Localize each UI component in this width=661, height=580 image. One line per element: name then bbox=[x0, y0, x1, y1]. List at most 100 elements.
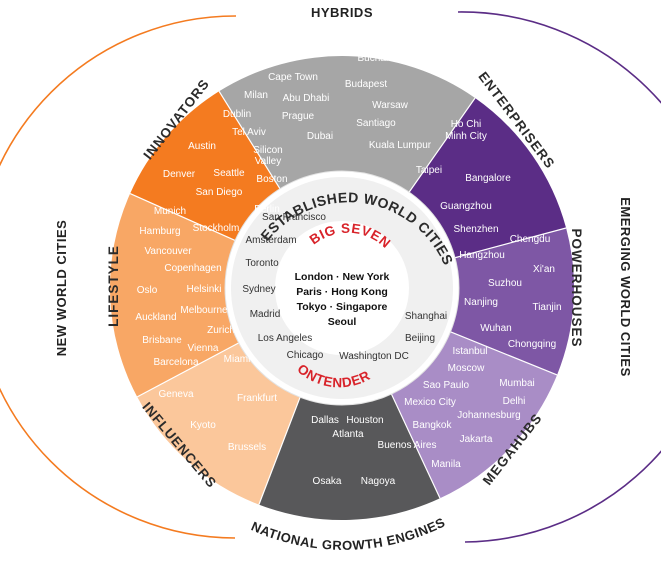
city-label: Washington DC bbox=[339, 351, 409, 362]
city-label: Helsinki bbox=[186, 284, 221, 295]
city-label: Melbourne bbox=[180, 305, 228, 316]
wedge-divider bbox=[404, 97, 476, 199]
city-label: Austin bbox=[188, 141, 216, 152]
city-label: Tianjin bbox=[532, 302, 561, 313]
city-label: Nanjing bbox=[464, 297, 498, 308]
hybrids-outer-label: HYBRIDS bbox=[311, 5, 373, 20]
city-label: Warsaw bbox=[372, 100, 409, 111]
city-label: Johannesburg bbox=[457, 410, 520, 421]
city-label: Vienna bbox=[188, 343, 219, 354]
city-label: Beijing bbox=[405, 333, 435, 344]
city-label: Shenzhen bbox=[453, 224, 498, 235]
national-growth-engines-label: NATIONAL GROWTH ENGINES bbox=[249, 514, 447, 552]
big-seven-line: Tokyo · Singapore bbox=[297, 301, 388, 313]
city-label: Copenhagen bbox=[164, 263, 221, 274]
city-label: Guangzhou bbox=[440, 201, 492, 212]
city-label: Berlin bbox=[254, 204, 280, 215]
city-label: San Francisco bbox=[262, 212, 326, 223]
city-label: Buenos Aires bbox=[378, 440, 437, 451]
city-label: Madrid bbox=[250, 309, 281, 320]
wedge-divider bbox=[258, 390, 304, 505]
city-label: Brussels bbox=[228, 442, 266, 453]
wedge-divider bbox=[129, 193, 242, 244]
city-label: Moscow bbox=[448, 363, 485, 374]
city-label: Tel Aviv bbox=[232, 127, 266, 138]
city-label: Los Angeles bbox=[258, 333, 313, 344]
city-label: Manila bbox=[431, 459, 461, 470]
city-label: Mexico City bbox=[404, 397, 456, 408]
big-seven-line: Paris · Hong Kong bbox=[296, 286, 388, 298]
lifestyle-wedge bbox=[110, 193, 245, 397]
city-label: Kyoto bbox=[190, 420, 216, 431]
city-label: Barcelona bbox=[153, 357, 198, 368]
city-label: Sydney bbox=[242, 284, 275, 295]
city-label: Wuhan bbox=[480, 323, 512, 334]
city-label: Boston bbox=[256, 174, 287, 185]
wedge-divider bbox=[136, 339, 246, 398]
lifestyle-label: LIFESTYLE bbox=[106, 245, 121, 327]
city-label: Hamburg bbox=[139, 226, 180, 237]
city-label: Atlanta bbox=[332, 429, 364, 440]
big-seven-circle bbox=[275, 221, 409, 355]
city-label: Bucharest bbox=[357, 53, 402, 64]
city-label: Geneva bbox=[158, 389, 193, 400]
city-label: Chongqing bbox=[508, 339, 556, 350]
powerhouses-wedge bbox=[444, 228, 574, 375]
city-label: Zurich bbox=[207, 325, 235, 336]
city-label: Stockholm bbox=[193, 223, 240, 234]
city-label: Doha bbox=[298, 47, 322, 58]
city-label: Xi'an bbox=[533, 264, 555, 275]
city-label: Houston bbox=[346, 415, 383, 426]
city-label: Taipei bbox=[416, 165, 442, 176]
wedge-divider bbox=[218, 90, 285, 196]
city-label: Denver bbox=[163, 169, 196, 180]
city-label: Abu Dhabi bbox=[283, 93, 330, 104]
city-label: Nagoya bbox=[361, 476, 396, 487]
new-world-boundary-arc bbox=[0, 15, 237, 539]
city-label: Osaka bbox=[313, 476, 342, 487]
national-growth-wedge bbox=[258, 387, 440, 521]
innovators-wedge bbox=[130, 91, 284, 244]
city-label: Chicago bbox=[287, 350, 324, 361]
powerhouses-label: POWERHOUSES bbox=[569, 228, 584, 347]
wedge-dividers bbox=[129, 90, 567, 505]
city-label: Dubai bbox=[307, 131, 333, 142]
city-label: Chengdu bbox=[510, 234, 551, 245]
city-label: Ho Chi bbox=[451, 119, 482, 130]
big-seven-line: London · New York bbox=[295, 271, 390, 283]
city-label: Shanghai bbox=[405, 311, 447, 322]
new-world-cities-label: NEW WORLD CITIES bbox=[54, 220, 69, 357]
megahubs-wedge bbox=[388, 329, 558, 499]
city-label: Sao Paulo bbox=[423, 380, 470, 391]
city-label: Vancouver bbox=[144, 246, 192, 257]
city-label: Seattle bbox=[213, 168, 245, 179]
city-label: Dublin bbox=[223, 109, 251, 120]
city-label: San Diego bbox=[196, 187, 243, 198]
emerging-world-boundary-arc bbox=[457, 11, 661, 543]
city-label: Budapest bbox=[345, 79, 387, 90]
city-label: Frankfurt bbox=[237, 393, 277, 404]
emerging-world-cities-label: EMERGING WORLD CITIES bbox=[618, 197, 633, 377]
city-label: Santiago bbox=[356, 118, 396, 129]
city-label: Hangzhou bbox=[459, 250, 505, 261]
city-label: Suzhou bbox=[488, 278, 522, 289]
city-label: Toronto bbox=[245, 258, 279, 269]
city-label: Dallas bbox=[311, 415, 339, 426]
city-label: Amsterdam bbox=[245, 235, 296, 246]
influencers-wedge bbox=[137, 339, 303, 505]
city-label: Munich bbox=[154, 206, 186, 217]
city-label: Bangkok bbox=[413, 420, 453, 431]
city-label: Prague bbox=[282, 111, 315, 122]
city-label: Milan bbox=[244, 90, 268, 101]
city-label: Valley bbox=[255, 156, 282, 167]
enterprisers-wedge bbox=[405, 98, 567, 260]
city-label: Jakarta bbox=[460, 434, 493, 445]
city-label: Bangalore bbox=[465, 173, 511, 184]
city-label: Mumbai bbox=[499, 378, 535, 389]
wedge-divider bbox=[443, 328, 558, 376]
city-label: Kuala Lumpur bbox=[369, 140, 432, 151]
hybrids-wedge bbox=[219, 56, 476, 198]
wedge-divider bbox=[448, 227, 567, 261]
city-label: Minh City bbox=[445, 131, 487, 142]
